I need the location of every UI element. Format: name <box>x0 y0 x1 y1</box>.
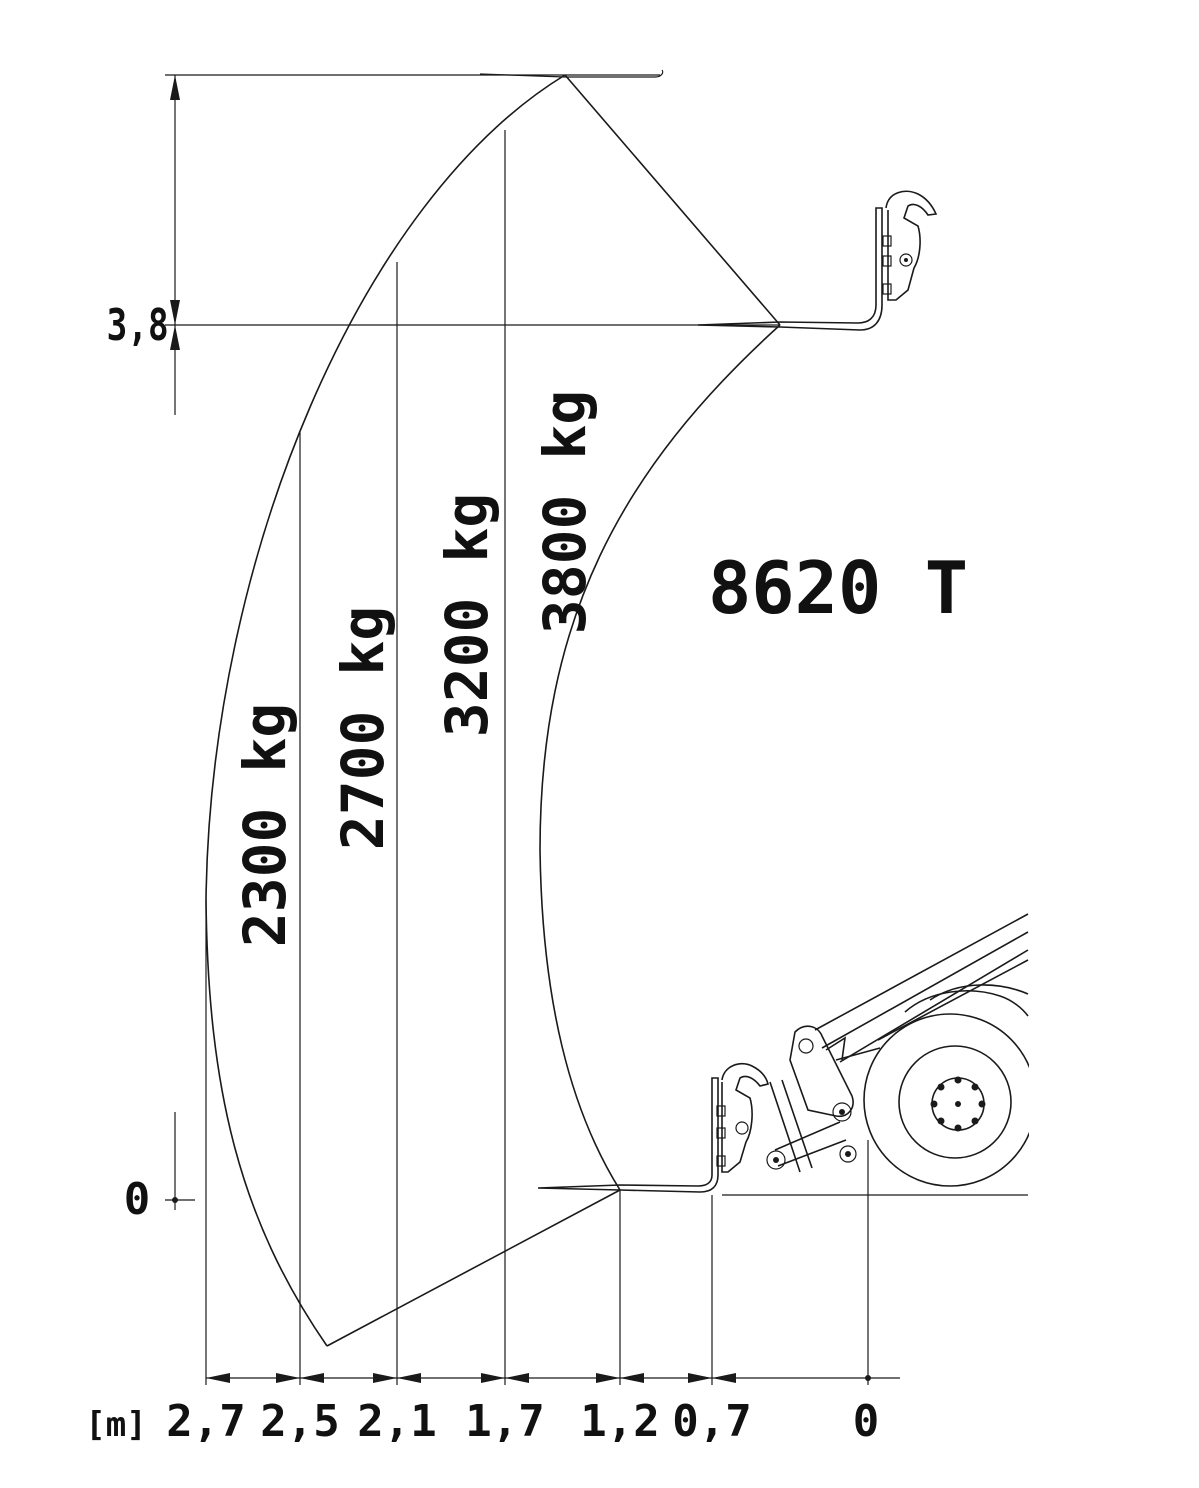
telehandler-front <box>766 913 1037 1187</box>
lift-envelope <box>205 74 781 1347</box>
unit-label: [m] <box>85 1405 146 1445</box>
fork-carriage-upper <box>697 190 938 331</box>
reach-label: 2,5 <box>260 1396 339 1447</box>
load-label-2300: 2300 kg <box>231 703 299 947</box>
reach-dimension-line <box>206 1373 900 1383</box>
reach-label: 0 <box>853 1396 880 1447</box>
reach-label: 2,1 <box>357 1396 436 1447</box>
reach-axis-labels: [m] 2,7 2,5 2,1 1,7 1,2 0,7 0 <box>85 1396 879 1447</box>
reach-label: 1,7 <box>465 1396 544 1447</box>
reach-label: 0,7 <box>672 1396 751 1447</box>
reach-label: 1,2 <box>580 1396 659 1447</box>
fork-ground <box>537 1062 769 1193</box>
model-title: 8620 T <box>708 546 968 630</box>
load-label-3800: 3800 kg <box>531 390 599 634</box>
top-fork <box>479 69 664 78</box>
height-label-top: 3,8 <box>107 300 169 351</box>
load-zone-labels: 2300 kg 2700 kg 3200 kg 3800 kg <box>231 390 599 947</box>
height-label-ground: 0 <box>124 1174 151 1225</box>
reach-lines <box>205 130 869 1385</box>
reach-label: 2,7 <box>166 1396 245 1447</box>
wheel-bolts <box>930 1076 986 1132</box>
height-dimension <box>165 74 780 1210</box>
load-label-2700: 2700 kg <box>329 606 397 850</box>
load-label-3200: 3200 kg <box>433 493 501 737</box>
